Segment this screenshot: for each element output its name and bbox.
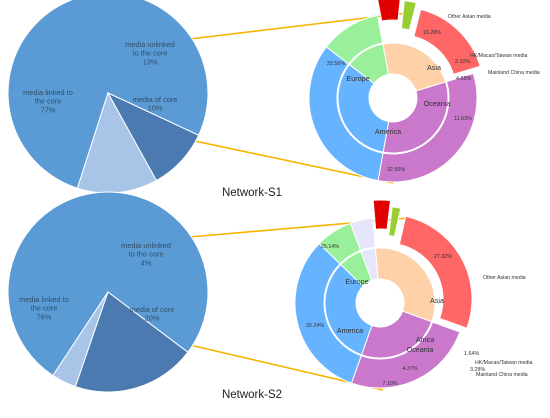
donut-inner-label-asia: Asia	[430, 296, 444, 305]
network-title: Network-S2	[222, 389, 282, 401]
pie-slice-core	[106, 91, 200, 182]
donut-outer-america	[294, 242, 362, 384]
pie-slice-linked	[7, 0, 209, 189]
donut-inner-label-europe: Europe	[345, 277, 368, 286]
donut-name-label-hk: HK/Macao/Taiwan media	[475, 360, 532, 366]
donut-pct-label-america: 32.24%	[306, 323, 324, 329]
donut-pct-label-hk: 1.64%	[464, 351, 479, 357]
donut-inner-asia	[382, 42, 447, 92]
donut-outer-europe	[350, 321, 461, 389]
donut-outer-mainland	[377, 0, 401, 22]
pie-slice-core	[74, 291, 189, 393]
donut-inner-asia	[374, 247, 436, 323]
donut-outer-other_asian	[413, 8, 481, 76]
donut-pct-label-africa: 4.37%	[402, 366, 417, 372]
donut-pct-label-oceania: 7.10%	[382, 381, 397, 387]
donut-name-label-mainland: Mainland China media	[488, 70, 540, 76]
donut-name-label-mainland: Mainland China media	[476, 372, 528, 378]
donut-pct-label-america: 32.56%	[387, 167, 405, 173]
network-title: Network-S1	[222, 187, 282, 199]
donut-outer-hk	[400, 0, 417, 31]
donut-inner-america	[324, 263, 373, 356]
donut-inner-label-oceania: Oceania	[407, 345, 434, 354]
donut-inner-label-asia: Asia	[427, 63, 441, 72]
donut-outer-europe	[377, 72, 478, 183]
donut-name-label-other_asian: Other Asian media	[483, 275, 526, 281]
donut-name-label-hk: HK/Macao/Taiwan media	[470, 53, 527, 59]
donut-outer-mainland	[372, 199, 392, 230]
donut-outer-other_asian	[398, 215, 473, 329]
donut-inner-europe	[382, 81, 449, 154]
donut-pct-label-other_asian: 27.32%	[434, 254, 452, 260]
donut-inner-label-oceania: Oceania	[424, 99, 451, 108]
donut-pct-label-europe: 25.14%	[321, 244, 339, 250]
connector-line	[189, 139, 394, 184]
donut-pct-label-europe: 32.56%	[327, 61, 345, 67]
donut-pct-label-mainland: 4.65%	[456, 76, 471, 82]
donut-inner-label-america: America	[337, 326, 363, 335]
donut-name-label-other_asian: Other Asian media	[448, 14, 491, 20]
donut-inner-label-europe: Europe	[346, 74, 369, 83]
donut-inner-label-africa: Africa	[416, 335, 434, 344]
donut-pct-label-mainland: 3.28%	[470, 367, 485, 373]
donut-inner-europe	[360, 310, 433, 359]
donut-inner-label-america: America	[375, 127, 401, 136]
donut-outer-hk	[388, 206, 402, 238]
donut-pct-label-other_asian: 16.28%	[423, 30, 441, 36]
donut-pct-label-hk: 2.32%	[455, 59, 470, 65]
donut-inner-america	[337, 63, 390, 153]
donut-pct-label-oceania: 11.63%	[454, 116, 472, 122]
